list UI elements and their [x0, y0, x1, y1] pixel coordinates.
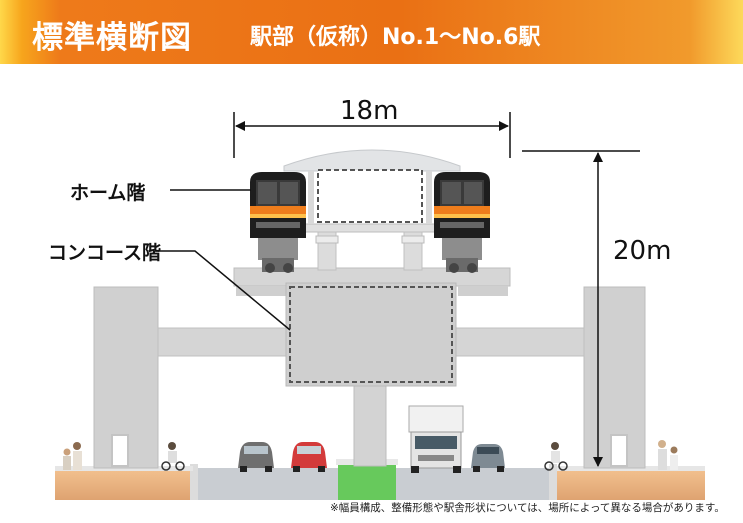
pedestrians-right [544, 440, 678, 471]
platform-roof [283, 149, 461, 172]
train-right [434, 172, 490, 273]
door-left [111, 434, 129, 467]
car-3 [471, 444, 505, 472]
car-2 [291, 442, 327, 472]
pedestrians-left [63, 442, 185, 471]
height-dimension-label: 20m [613, 236, 672, 266]
dimension-height [522, 150, 640, 467]
concourse-level-label: コンコース階 [48, 242, 162, 264]
car-1 [238, 442, 274, 472]
platform-slab [299, 223, 441, 233]
width-dimension-label: 18m [340, 96, 399, 126]
concourse-block [285, 282, 457, 387]
connecting-bridge-left [157, 327, 289, 357]
station-structure [93, 149, 646, 469]
header-banner: 標準横断図 駅部（仮称）No.1～No.6駅 [0, 0, 743, 64]
diagram-subtitle: 駅部（仮称）No.1～No.6駅 [250, 25, 541, 50]
median-strip [338, 463, 396, 500]
sidewalk-left [55, 470, 193, 500]
concourse-outline [289, 286, 453, 383]
platform-level-label: ホーム階 [70, 182, 146, 204]
door-right [610, 434, 628, 467]
diagram-title: 標準横断図 [32, 20, 192, 56]
platform-outline [317, 169, 423, 223]
dimension-width [233, 112, 511, 158]
ground [55, 459, 705, 500]
curb-right [549, 464, 557, 500]
connecting-bridge-right [453, 327, 585, 357]
truck [408, 405, 464, 473]
footnote: ※幅員構成、整備形態や駅舎形状については、場所によって異なる場合があります。 [330, 502, 725, 514]
curb-left [190, 464, 198, 500]
leader-concourse [158, 250, 291, 331]
sidewalk-right [557, 470, 705, 500]
train-left [250, 172, 306, 273]
central-pier [353, 385, 387, 467]
